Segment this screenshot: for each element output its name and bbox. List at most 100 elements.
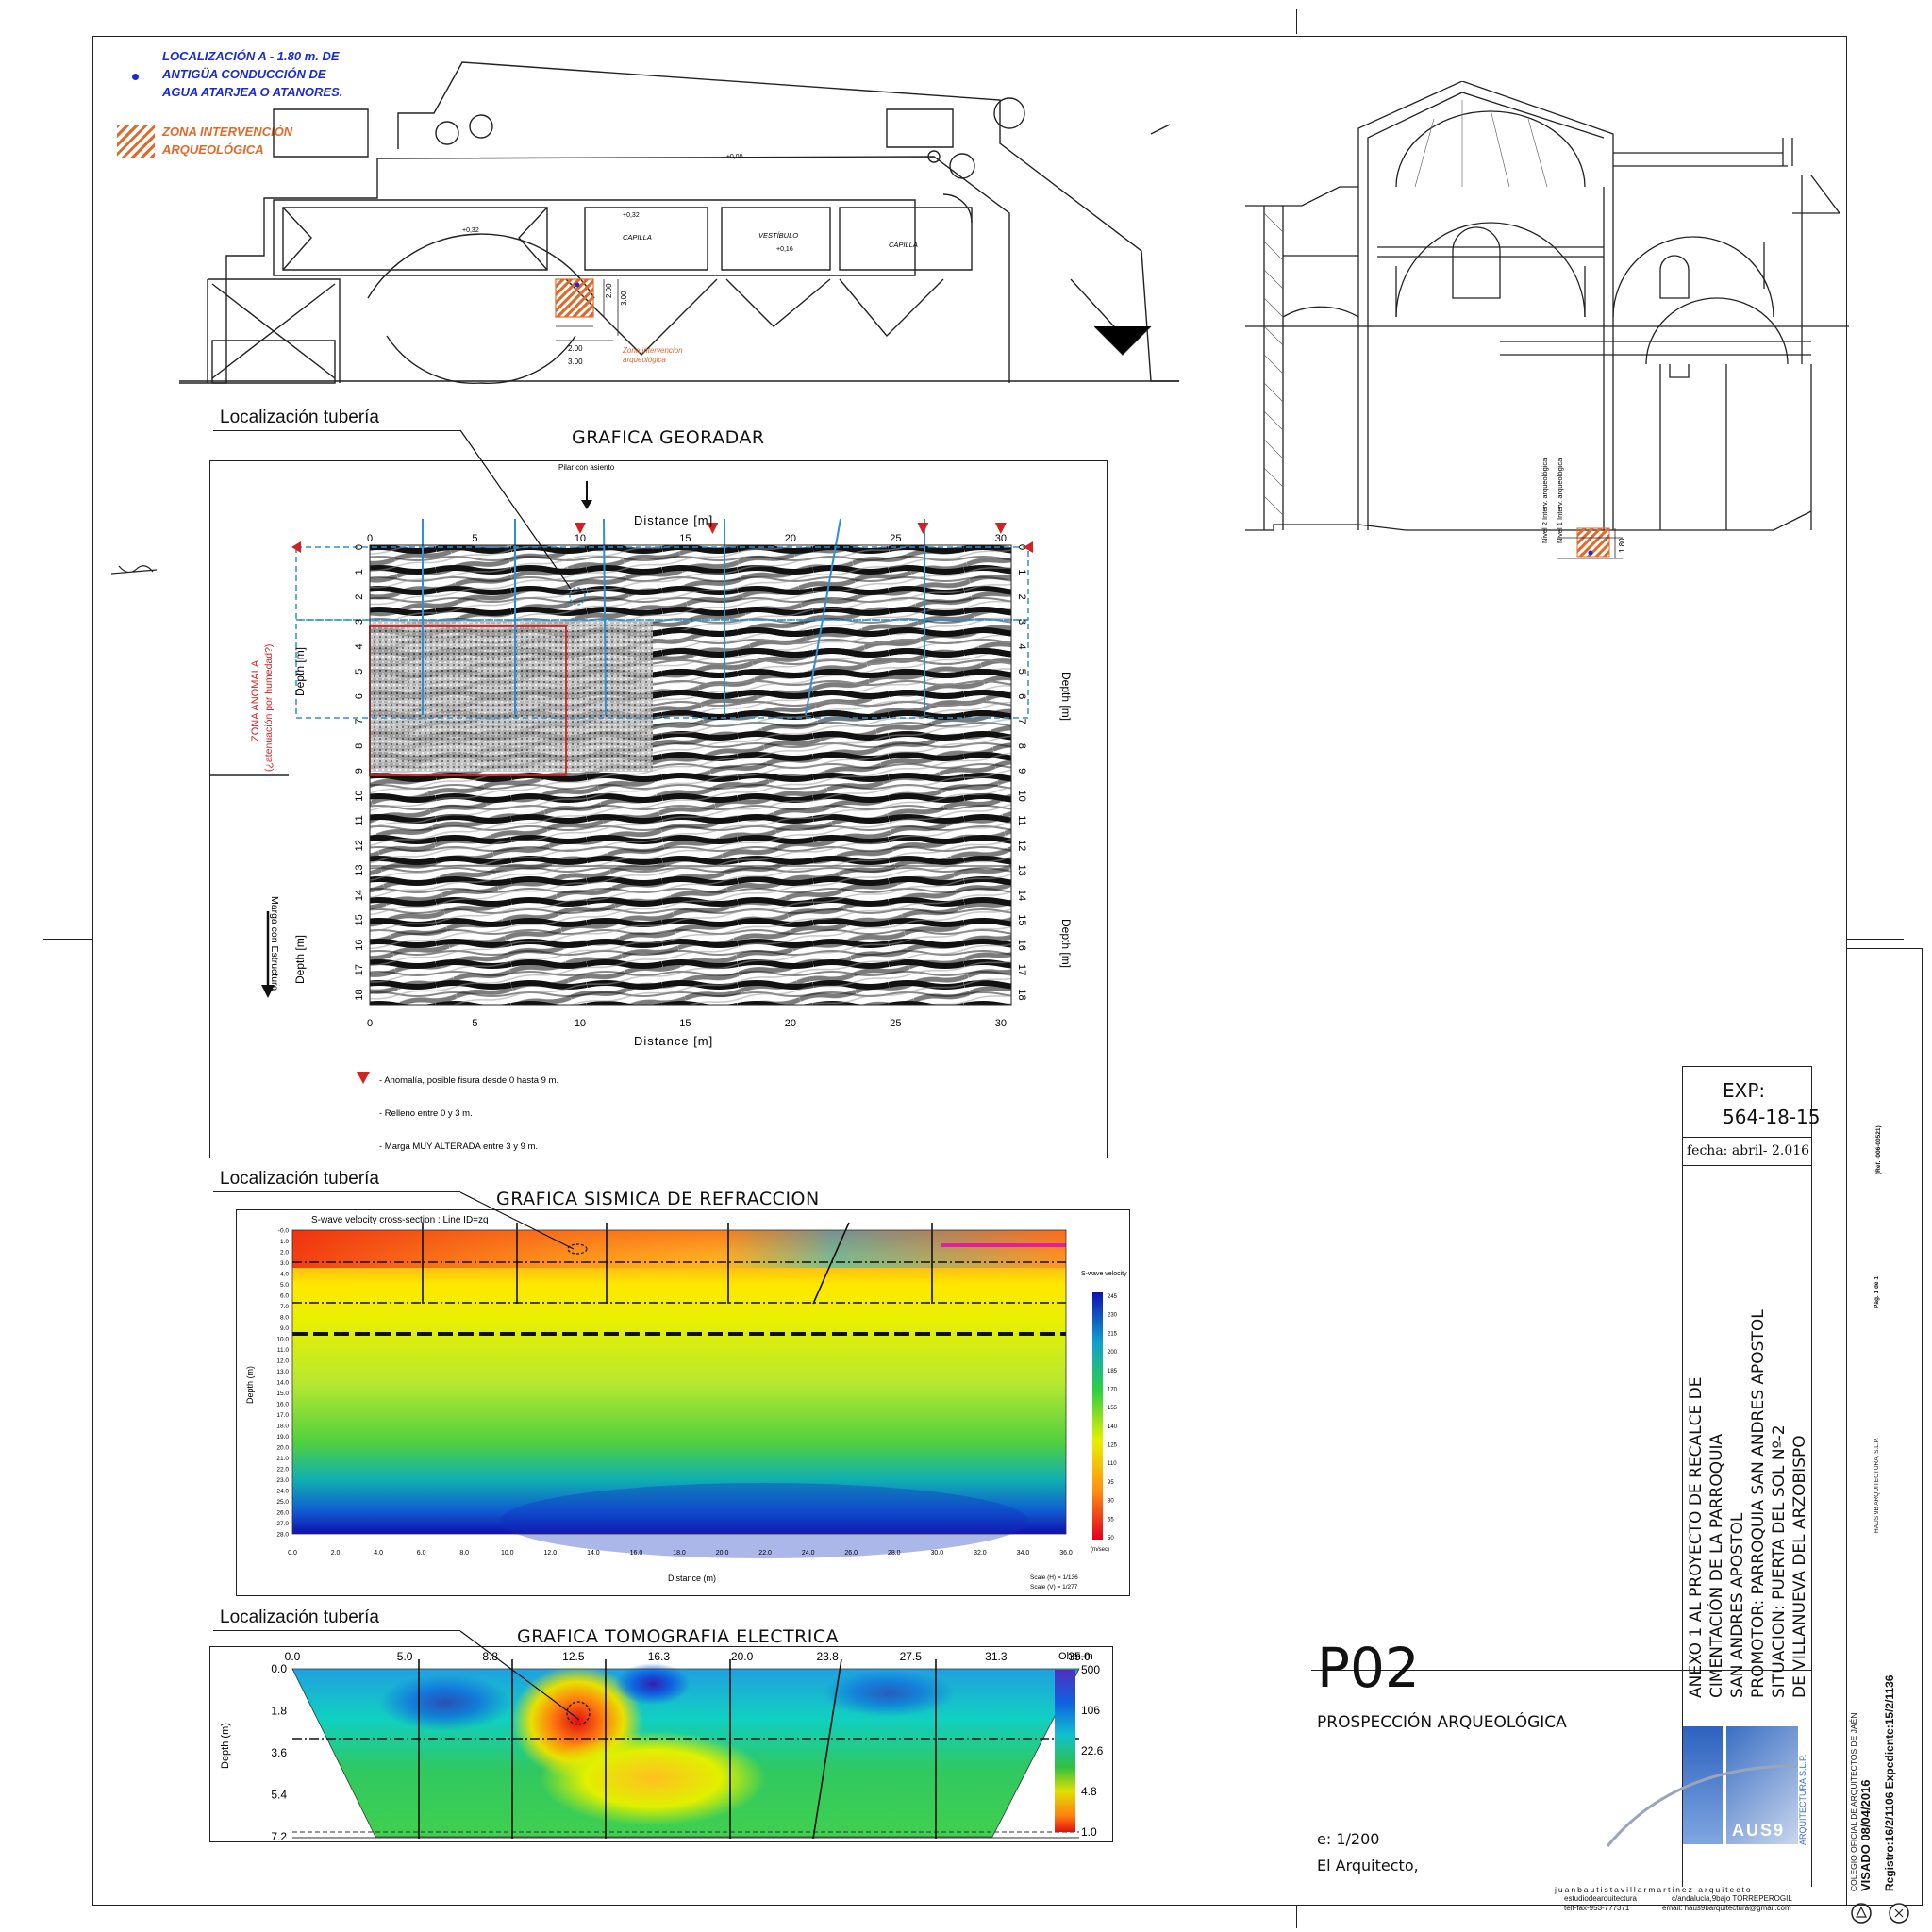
seismic-y-tick: 11.0: [277, 1347, 290, 1354]
seismic-y-tick: 27.0: [276, 1521, 289, 1527]
seismic-x-tick: 14.0: [587, 1550, 600, 1557]
seismic-colorbar-tick: 200: [1108, 1350, 1118, 1356]
seismic-x-label: Distance (m): [668, 1574, 716, 1583]
tb-header-line: [1682, 1066, 1811, 1067]
seismic-y-tick: 22.0: [276, 1467, 289, 1474]
svg-text:2.00: 2.00: [568, 344, 583, 353]
seismic-y-tick: 7.0: [280, 1304, 289, 1310]
gpr-y-tick-right: 10: [1016, 790, 1027, 801]
gpr-y-tick-left: 0: [354, 544, 365, 550]
seismic-colorbar: [1092, 1292, 1103, 1540]
seismic-y-tick: 23.0: [276, 1477, 289, 1484]
georadar-leader: [459, 429, 572, 590]
tomo-colorbar-tick: 22.6: [1081, 1744, 1104, 1757]
tomo-colorbar: [1055, 1670, 1075, 1832]
crop-mark-bottom: [1296, 1906, 1297, 1928]
svg-text:+0,32: +0,32: [462, 227, 479, 234]
gpr-y-tick-right: 17: [1016, 964, 1027, 975]
footer-phone: telf-fax-953-777371: [1564, 1904, 1630, 1912]
seismic-x-tick: 24.0: [802, 1550, 815, 1557]
firm-logo-block: [1726, 1726, 1798, 1844]
seismic-y-tick: 10.0: [276, 1337, 289, 1343]
gpr-x-tick-bottom: 20: [785, 1018, 796, 1029]
gpr-y-tick-right: 4: [1016, 643, 1027, 649]
stamp-college: COLEGIO OFICIAL DE ARQUITECTOS DE JAÉN: [1849, 1712, 1858, 1891]
seismic-y-tick: 9.0: [280, 1325, 289, 1332]
legend-zone-text: ZONA INTERVENCIÓN ARQUEOLÓGICA: [162, 125, 293, 157]
seismic-pipe-label-underline: [213, 1191, 460, 1192]
marga-label: Marga con Estructura: [269, 896, 280, 991]
gpr-y-tick-right: 9: [1016, 768, 1027, 774]
gpr-x-tick-bottom: 5: [472, 1018, 477, 1029]
seismic-fissure-lines: [422, 1222, 933, 1305]
gpr-x-tick-top: 20: [785, 533, 796, 544]
gpr-y-tick-right: 13: [1016, 865, 1027, 876]
seismic-pipe-circle: [567, 1243, 588, 1255]
project-line-6: DE VILLANUEVA DEL ARZOBISPO: [1790, 1435, 1809, 1698]
gpr-x-tick-top: 30: [995, 533, 1007, 544]
gpr-y-label-right-upper: Depth [m]: [1059, 672, 1073, 721]
crop-mark-right: [1847, 939, 1904, 940]
tomo-colorbar-tick: 1.0: [1081, 1825, 1097, 1839]
gpr-note-1: - Anomalía, posible fisura desde 0 hasta…: [379, 1075, 558, 1086]
gpr-y-tick-left: 9: [354, 768, 365, 774]
seismic-x-tick: 12.0: [544, 1550, 558, 1557]
seismic-y-tick: 18.0: [276, 1424, 289, 1430]
architect-label: El Arquitecto,: [1317, 1857, 1419, 1874]
tomo-x-tick: 5.0: [397, 1650, 413, 1663]
firm-logo: AUS9 ARQUITECTURA S.L.P.: [1606, 1670, 1811, 1887]
seismic-colorbar-title: S-wave velocity: [1081, 1271, 1127, 1277]
seismic-x-tick: 34.0: [1017, 1550, 1030, 1557]
gpr-y-tick-left: 15: [354, 914, 365, 925]
seismic-y-tick: 14.0: [276, 1380, 289, 1387]
firm-logo-text: AUS9: [1732, 1821, 1786, 1840]
gpr-x-label-bottom: Distance [m]: [634, 1034, 713, 1048]
seismic-y-tick: 2.0: [280, 1250, 289, 1257]
drawing-frame: [92, 36, 1847, 1906]
gpr-y-tick-right: 1: [1016, 569, 1027, 575]
sheet-code: P02: [1317, 1636, 1420, 1700]
gpr-x-tick-bottom: 25: [890, 1018, 901, 1029]
svg-text:1.80: 1.80: [1618, 538, 1626, 553]
seismic-colorbar-tick: 155: [1108, 1406, 1118, 1411]
tomo-pipe-label: Localización tubería: [220, 1607, 379, 1627]
tomo-x-tick: 0.0: [285, 1650, 301, 1663]
scale-label: e: 1/200: [1317, 1830, 1380, 1848]
gpr-y-tick-right: 8: [1016, 743, 1027, 749]
gpr-y-tick-left: 2: [354, 594, 365, 600]
seismic-x-tick: 4.0: [374, 1550, 383, 1557]
gpr-y-tick-left: 17: [354, 964, 365, 975]
seismic-y-tick: 16.0: [276, 1402, 289, 1408]
gpr-y-tick-left: 13: [354, 865, 365, 876]
gpr-y-tick-left: 4: [354, 643, 365, 649]
gpr-y-tick-right: 0: [1016, 544, 1027, 550]
seismic-y-tick: 4.0: [280, 1272, 289, 1278]
seismic-y-tick: 20.0: [276, 1445, 289, 1452]
gpr-x-tick-bottom: 30: [995, 1018, 1007, 1029]
gpr-edge-marker: [291, 541, 301, 553]
tomo-title: GRAFICA TOMOGRAFIA ELECTRICA: [517, 1626, 840, 1647]
tb-divider-vertical: [1682, 1066, 1683, 1887]
svg-text:VESTÍBULO: VESTÍBULO: [758, 231, 798, 240]
seismic-colorbar-tick: 185: [1108, 1369, 1118, 1374]
seismic-y-tick: 28.0: [276, 1532, 289, 1539]
svg-text:3.00: 3.00: [568, 358, 583, 366]
floor-plan: ±0,00 +0,32 +0,32 CAPILLA VESTÍBULO +0,1…: [179, 61, 1179, 384]
seismic-colorbar-tick: 50: [1108, 1536, 1114, 1541]
seismic-y-tick: 19.0: [276, 1434, 289, 1441]
seismic-y-tick: 26.0: [276, 1510, 289, 1517]
seismic-leader: [459, 1191, 575, 1250]
seismic-x-tick: 32.0: [974, 1550, 987, 1557]
tomo-x-tick: 23.8: [816, 1650, 839, 1663]
footer-name: juanbautistavillarmartinez arquitecto: [1555, 1885, 1753, 1894]
gpr-y-tick-left: 6: [354, 693, 365, 699]
seismic-y-tick: 3.0: [280, 1260, 289, 1267]
gpr-note-3: - Marga MUY ALTERADA entre 3 y 9 m.: [379, 1141, 538, 1152]
exp-number: 564-18-15: [1723, 1106, 1821, 1128]
gpr-fissure-lines: [422, 518, 925, 716]
gpr-x-tick-top: 0: [367, 533, 373, 544]
